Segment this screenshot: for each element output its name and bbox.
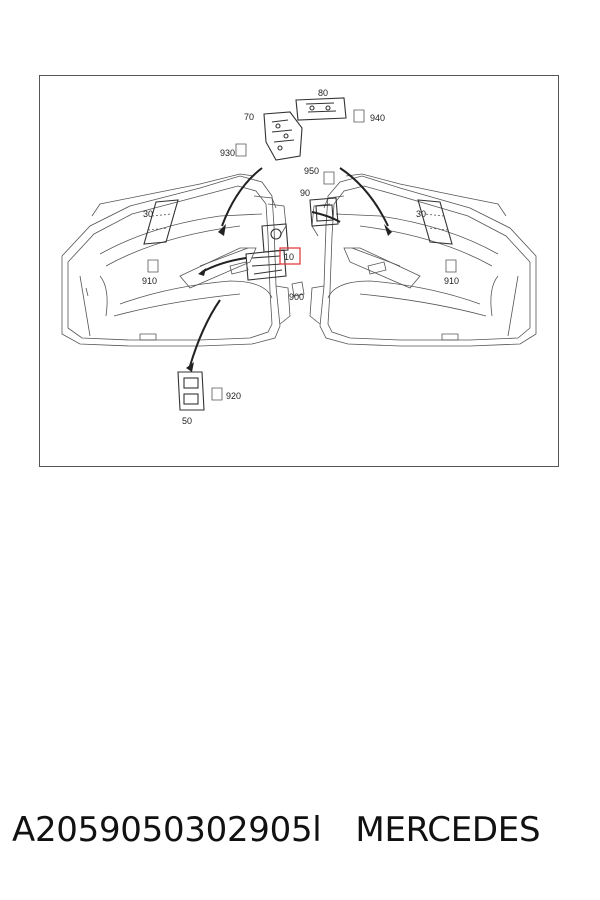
callout-920: 920 (226, 391, 241, 401)
seat-switch-left (143, 199, 179, 245)
callout-910-right: 910 (444, 276, 459, 286)
diagram-frame: 80 70 940 930 950 90 30 30 10 910 910 90… (39, 75, 559, 467)
module-70 (263, 111, 303, 161)
left-handle (229, 261, 249, 275)
connector-900 (291, 281, 305, 297)
right-door-panel (309, 173, 537, 347)
arrow-70-to-left-door (221, 167, 263, 227)
callout-10: 10 (284, 252, 294, 262)
brand-name: MERCEDES (355, 810, 541, 850)
switch-90 (309, 197, 339, 227)
callout-940: 940 (370, 113, 385, 123)
callout-90: 90 (300, 188, 310, 198)
callout-910-left: 910 (142, 276, 157, 286)
arrow-50-to-left-door (189, 299, 221, 367)
arrows (189, 167, 389, 367)
connector-940 (353, 109, 365, 123)
callout-30-right: 30 (416, 209, 426, 219)
callout-30-left: 30 (143, 209, 153, 219)
seat-switch-right (417, 199, 453, 245)
connector-930 (235, 143, 247, 157)
highlight-box-10 (279, 247, 301, 265)
arrow-90-to-right-door (311, 211, 341, 223)
connector-920 (211, 387, 223, 401)
connector-910-right (445, 259, 457, 273)
callout-70: 70 (244, 112, 254, 122)
callout-930: 930 (220, 148, 235, 158)
callout-50: 50 (182, 416, 192, 426)
connector-910-left (147, 259, 159, 273)
arrowheads (186, 224, 392, 372)
arrow-80-to-right-door (339, 167, 389, 227)
right-handle (367, 261, 387, 275)
callout-950: 950 (304, 166, 319, 176)
window-switch-block (245, 223, 289, 281)
callout-80: 80 (318, 88, 328, 98)
module-80 (295, 97, 347, 121)
caption: A2059050302905l MERCEDES (12, 810, 592, 860)
callout-900: 900 (289, 292, 304, 302)
module-50 (177, 371, 205, 411)
arrow-10-to-left-door (201, 257, 247, 273)
part-number: A2059050302905l (12, 810, 322, 850)
parts-diagram: 80 70 940 930 950 90 30 30 10 910 910 90… (61, 88, 537, 426)
connector-950 (323, 171, 335, 185)
